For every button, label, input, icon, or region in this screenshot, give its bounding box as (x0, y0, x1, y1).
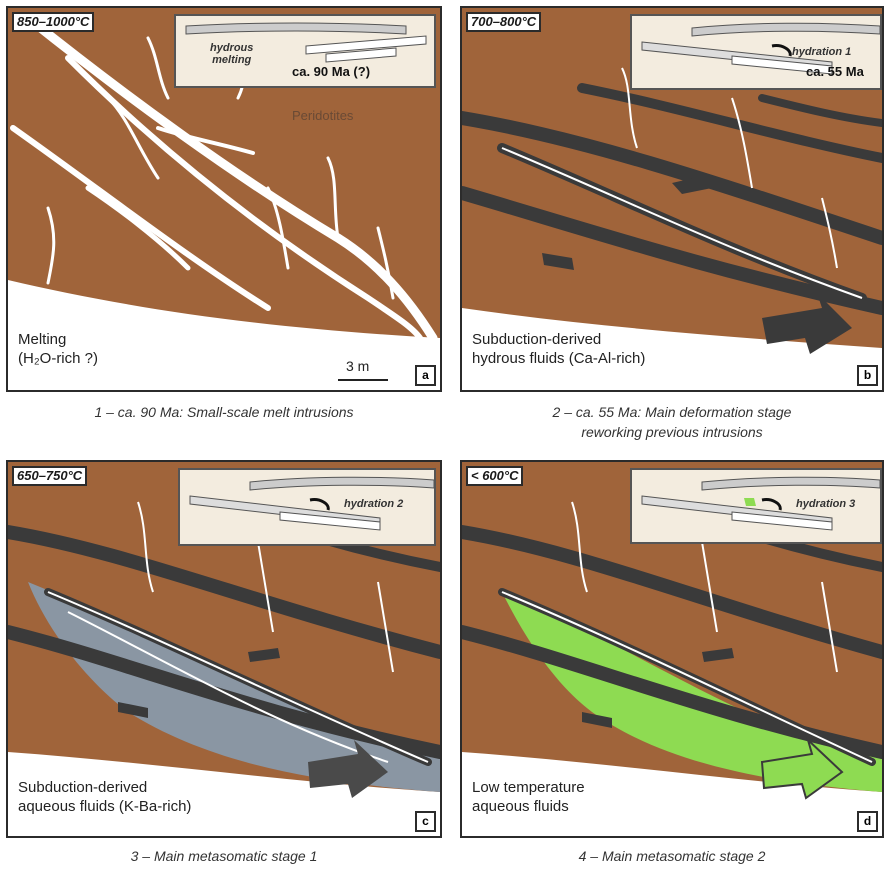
inset-b: hydration 1 ca. 55 Ma (630, 14, 882, 90)
inset-d-slab-diagram (641, 476, 880, 531)
inset-age-b: ca. 55 Ma (806, 64, 864, 79)
temperature-label-b: 700–800°C (466, 12, 542, 32)
inset-process-d: hydration 3 (796, 498, 856, 510)
temperature-label-d: < 600°C (466, 466, 524, 486)
inset-process-a: hydrous melting (210, 42, 254, 66)
fluid-line2-c: aqueous fluids (K-Ba-rich) (18, 798, 192, 815)
fluid-line2-a: (H₂O-rich ?) (18, 350, 98, 367)
panel-letter-a: a (415, 365, 436, 386)
caption-b-line2: reworking previous intrusions (581, 424, 763, 440)
caption-b: 2 – ca. 55 Ma: Main deformation stage re… (460, 402, 884, 442)
panel-c: 650–750°C hydration 2 Subduction-derived… (6, 460, 442, 838)
inset-process-b: hydration 1 (792, 46, 852, 58)
panel-letter-b: b (857, 365, 878, 386)
panel-letter-c: c (415, 811, 436, 832)
scale-bar-label: 3 m (346, 358, 370, 374)
inset-a: hydrous melting ca. 90 Ma (?) (174, 14, 436, 88)
fluid-line1-a: Melting (18, 331, 67, 348)
panel-b: 700–800°C hydration 1 ca. 55 Ma Subducti… (460, 6, 884, 392)
caption-d: 4 – Main metasomatic stage 2 (578, 848, 766, 864)
rock-label-peridotites: Peridotites (292, 108, 354, 123)
fluid-line2-d: aqueous fluids (472, 798, 569, 815)
caption-b-line1: 2 – ca. 55 Ma: Main deformation stage (552, 404, 792, 420)
inset-process-c: hydration 2 (344, 498, 404, 510)
panel-a: 850–1000°C hydrous melting ca. 90 Ma (?)… (6, 6, 442, 392)
panel-letter-d: d (857, 811, 878, 832)
inset-a-slab-diagram (185, 22, 427, 63)
fluid-label-b: Subduction-derived hydrous fluids (Ca-Al… (472, 330, 645, 368)
fluid-label-d: Low temperature aqueous fluids (472, 778, 585, 816)
temperature-label-a: 850–1000°C (12, 12, 95, 32)
temperature-label-c: 650–750°C (12, 466, 88, 486)
panel-d: < 600°C hydration 3 Low temperature aque… (460, 460, 884, 838)
fluid-line2-b: hydrous fluids (Ca-Al-rich) (472, 350, 646, 367)
inset-c-slab-diagram (189, 476, 434, 531)
inset-b-slab-diagram (641, 22, 880, 75)
fluid-line1-d: Low temperature (472, 779, 585, 796)
caption-c: 3 – Main metasomatic stage 1 (130, 848, 318, 864)
fluid-line1-b: Subduction-derived (472, 331, 602, 348)
fluid-line1-c: Subduction-derived (18, 779, 148, 796)
inset-age-a: ca. 90 Ma (?) (292, 64, 371, 79)
inset-d: hydration 3 (630, 468, 882, 544)
caption-a: 1 – ca. 90 Ma: Small-scale melt intrusio… (94, 404, 354, 420)
inset-c: hydration 2 (178, 468, 436, 546)
fluid-label-a: Melting (H₂O-rich ?) (18, 330, 98, 368)
fluid-label-c: Subduction-derived aqueous fluids (K-Ba-… (18, 778, 191, 816)
